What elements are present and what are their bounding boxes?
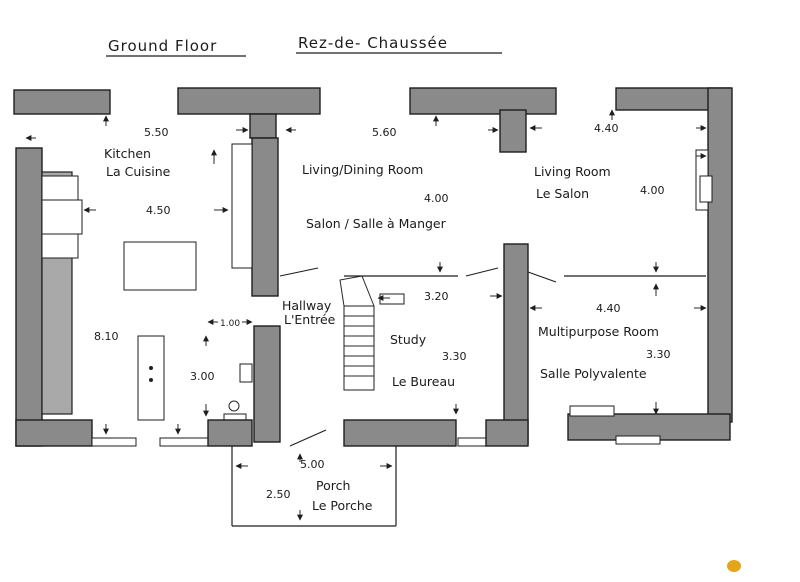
porch-outline xyxy=(231,429,397,527)
living-dining-label-fr: Salon / Salle à Manger xyxy=(306,216,447,231)
left-wall xyxy=(15,147,83,447)
kitchen-depth: 4.50 xyxy=(146,204,171,217)
kitchen-divider-wall xyxy=(251,137,279,297)
study-right-wall xyxy=(503,243,529,445)
living-dining-label: Living/Dining Room xyxy=(302,162,423,177)
kitchen-width: 5.50 xyxy=(144,126,169,139)
multipurpose-label-fr: Salle Polyvalente xyxy=(540,366,647,381)
living-dining-width: 5.60 xyxy=(372,126,397,139)
top-wall xyxy=(13,87,731,153)
dimension-arrows xyxy=(25,109,707,521)
porch-depth: 2.50 xyxy=(266,488,291,501)
living-room-width: 4.40 xyxy=(594,122,619,135)
living-room-label-fr: Le Salon xyxy=(536,186,589,201)
porch-width: 5.00 xyxy=(300,458,325,471)
study-depth: 3.30 xyxy=(442,350,467,363)
kitchen-label: Kitchen xyxy=(104,146,151,161)
living-room-label: Living Room xyxy=(534,164,611,179)
multipurpose-label: Multipurpose Room xyxy=(538,324,659,339)
hallway-wall xyxy=(253,325,281,443)
stain-mark xyxy=(727,560,741,572)
kitchen-island xyxy=(123,241,197,291)
staircase xyxy=(339,275,405,391)
hallway-label: Hallway xyxy=(282,298,332,313)
title-french: Rez-de- Chaussée xyxy=(298,34,448,52)
hallway-label-fr: L'Entrée xyxy=(284,312,336,327)
hallway-length: 3.00 xyxy=(190,370,215,383)
hallway-width: 1.00 xyxy=(220,319,240,329)
multipurpose-width: 4.40 xyxy=(596,302,621,315)
living-dining-depth: 4.00 xyxy=(424,192,449,205)
right-wall xyxy=(695,87,733,423)
kitchen-label-fr: La Cuisine xyxy=(106,164,171,179)
living-room-depth: 4.00 xyxy=(640,184,665,197)
study-label-fr: Le Bureau xyxy=(392,374,455,389)
title-english: Ground Floor xyxy=(108,37,217,55)
porch-label: Porch xyxy=(316,478,350,493)
bottom-wall xyxy=(15,405,731,447)
multipurpose-depth: 3.30 xyxy=(646,348,671,361)
study-label: Study xyxy=(390,332,427,347)
study-width: 3.20 xyxy=(424,290,449,303)
kitchen-length: 8.10 xyxy=(94,330,119,343)
porch-label-fr: Le Porche xyxy=(312,498,373,513)
